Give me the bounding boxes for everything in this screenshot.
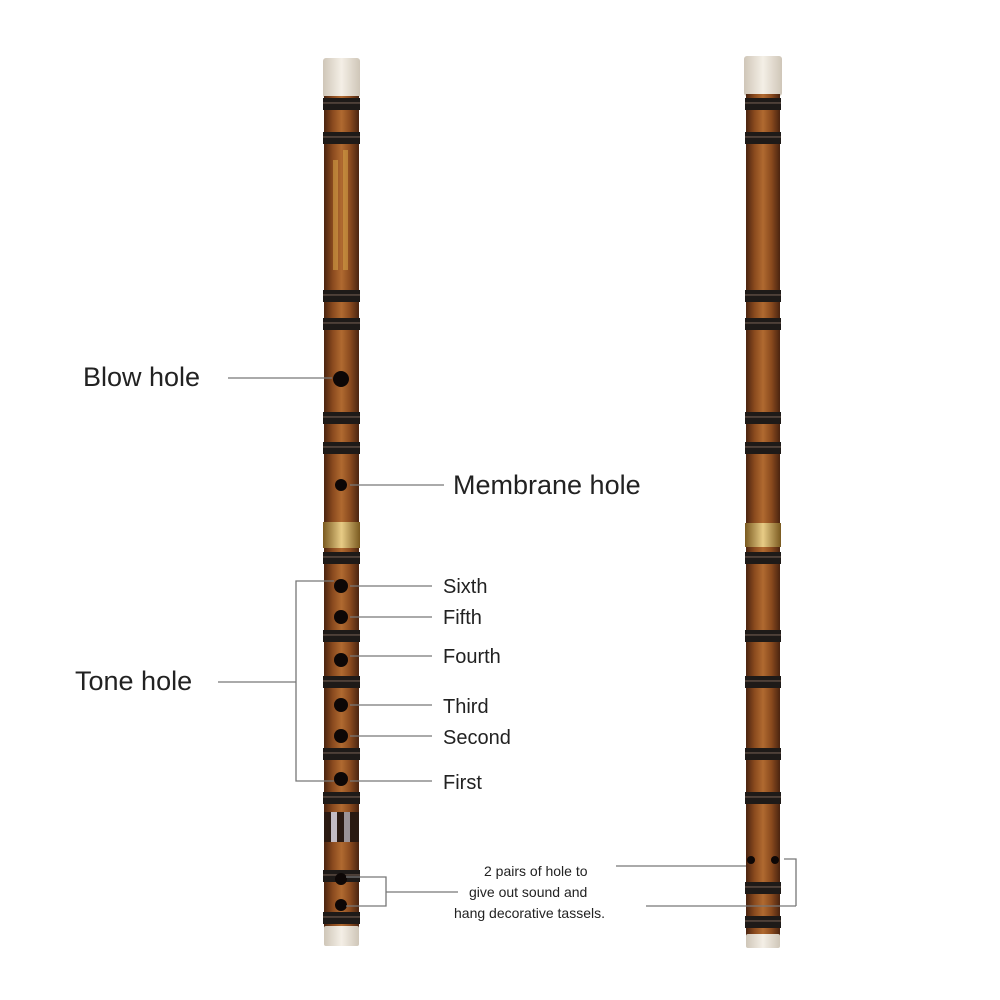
first-label: First xyxy=(443,772,482,794)
tassel-hole-back-left xyxy=(747,856,755,864)
tone-hole-third-dot xyxy=(334,698,348,712)
binding-band-highlight xyxy=(745,920,781,922)
binding-band xyxy=(745,132,781,144)
binding-band xyxy=(745,792,781,804)
binding-band-highlight xyxy=(323,796,360,798)
binding-band xyxy=(323,132,360,144)
binding-band-highlight xyxy=(745,294,781,296)
binding-band xyxy=(323,912,360,924)
engraving-icon xyxy=(333,150,348,270)
calligraphy-engraving xyxy=(333,160,338,270)
tone-hole-fourth-dot xyxy=(334,653,348,667)
back-flute-brass-ring xyxy=(745,523,781,547)
binding-band xyxy=(323,792,360,804)
binding-band xyxy=(323,676,360,688)
tone-hole-fifth-dot xyxy=(334,610,348,624)
binding-band-highlight xyxy=(323,102,360,104)
tone-hole-sixth-dot xyxy=(334,579,348,593)
back-flute-bindings xyxy=(745,98,781,928)
fifth-label: Fifth xyxy=(443,607,482,629)
binding-band-highlight xyxy=(745,886,781,888)
binding-band xyxy=(745,552,781,564)
front-flute-body xyxy=(324,96,359,930)
binding-band-highlight xyxy=(323,136,360,138)
binding-band-highlight xyxy=(745,796,781,798)
back-flute xyxy=(744,56,782,948)
back-flute-cap-bottom xyxy=(746,934,780,948)
binding-band xyxy=(323,552,360,564)
binding-band-highlight xyxy=(745,322,781,324)
binding-band xyxy=(745,98,781,110)
tassel-hole-front-1 xyxy=(335,873,347,885)
binding-band xyxy=(323,412,360,424)
binding-band-highlight xyxy=(745,446,781,448)
tassel-note-line-3: hang decorative tassels. xyxy=(454,905,605,921)
second-label: Second xyxy=(443,727,511,749)
back-flute-cap-top xyxy=(744,56,782,96)
binding-band xyxy=(323,290,360,302)
blow-hole-label: Blow hole xyxy=(83,362,200,392)
binding-band-highlight xyxy=(745,102,781,104)
binding-band xyxy=(745,676,781,688)
front-flute-brass-ring xyxy=(323,522,360,548)
binding-band-highlight xyxy=(323,752,360,754)
front-flute-cap-top xyxy=(323,58,360,98)
reflection-highlight xyxy=(324,812,359,842)
binding-band xyxy=(745,318,781,330)
binding-band-highlight xyxy=(323,322,360,324)
binding-band-highlight xyxy=(323,556,360,558)
binding-band-highlight xyxy=(323,294,360,296)
binding-band-highlight xyxy=(745,556,781,558)
front-flute-cap-bottom xyxy=(324,926,359,946)
tassel-note-line-1: 2 pairs of hole to xyxy=(484,863,588,879)
binding-band xyxy=(745,442,781,454)
tone-hole-label: Tone hole xyxy=(75,666,192,696)
fourth-label: Fourth xyxy=(443,646,501,668)
back-flute-body xyxy=(746,94,780,940)
sixth-label: Sixth xyxy=(443,576,487,598)
tassel-hole-front-2 xyxy=(335,899,347,911)
binding-band-highlight xyxy=(323,634,360,636)
binding-band-highlight xyxy=(745,752,781,754)
binding-band xyxy=(745,630,781,642)
binding-band-highlight xyxy=(323,680,360,682)
membrane-hole-label: Membrane hole xyxy=(453,470,641,500)
membrane-hole-dot xyxy=(335,479,347,491)
blow-hole-dot xyxy=(333,371,349,387)
binding-band xyxy=(323,442,360,454)
binding-band-highlight xyxy=(323,446,360,448)
tone-hole-first-dot xyxy=(334,772,348,786)
binding-band-highlight xyxy=(745,634,781,636)
binding-band xyxy=(323,630,360,642)
back-tassel-bracket xyxy=(784,858,797,906)
binding-band xyxy=(745,916,781,928)
binding-band xyxy=(323,318,360,330)
binding-band-highlight xyxy=(323,916,360,918)
binding-band xyxy=(745,290,781,302)
binding-band xyxy=(323,98,360,110)
binding-band xyxy=(745,412,781,424)
binding-band-highlight xyxy=(745,416,781,418)
front-flute-bindings xyxy=(323,98,360,924)
tassel-hole-back-right xyxy=(771,856,779,864)
front-flute xyxy=(323,58,360,946)
tassel-note-line-2: give out sound and xyxy=(469,884,587,900)
binding-band xyxy=(745,748,781,760)
tone-hole-bracket xyxy=(295,580,334,782)
tone-hole-second-dot xyxy=(334,729,348,743)
binding-band-highlight xyxy=(745,136,781,138)
calligraphy-engraving-col2 xyxy=(343,150,348,270)
binding-band-highlight xyxy=(745,680,781,682)
binding-band xyxy=(323,748,360,760)
third-label: Third xyxy=(443,696,489,718)
binding-band xyxy=(745,882,781,894)
leader-lines xyxy=(218,377,797,907)
binding-band-highlight xyxy=(323,416,360,418)
